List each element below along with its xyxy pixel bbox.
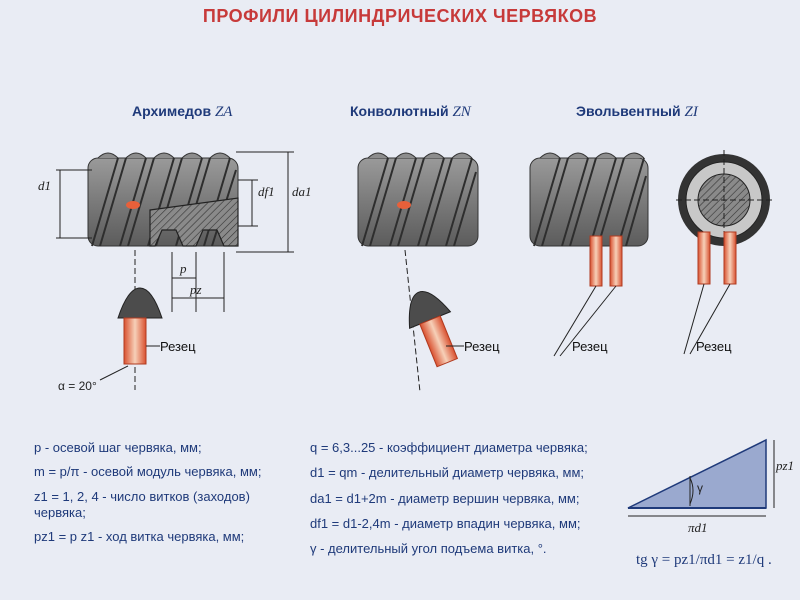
label-pz: pz <box>189 282 202 297</box>
worm-za-name: Архимедов <box>132 103 212 119</box>
legend-right-3: da1 = d1+2m - диаметр вершин червяка, мм… <box>310 490 580 506</box>
legend-right-2: d1 = qm - делительный диаметр червяка, м… <box>310 465 585 481</box>
legend-left-5: pz1 = p z1 - ход витка червяка, мм; <box>34 529 245 544</box>
legend-left-1: p - осевой шаг червяка, мм; <box>34 440 202 455</box>
cutter-za <box>99 287 163 381</box>
worm-zn-code: ZN <box>452 104 471 120</box>
label-d1: d1 <box>38 178 51 193</box>
cutter-label-zi-side: Резец <box>572 339 608 354</box>
cutter-label-za: Резец <box>160 339 196 354</box>
worm-za-body <box>87 152 239 247</box>
lead-angle-triangle: γ πd1 pz1 <box>627 438 794 535</box>
worm-zn-name: Конволютный <box>350 103 449 119</box>
label-da1: da1 <box>292 184 312 199</box>
pz1-label: pz1 <box>775 458 794 473</box>
worm-za-title: Архимедов ZA <box>132 103 232 121</box>
worm-zi-code: ZI <box>684 104 698 120</box>
lead-angle-formula: tg γ = pz1/πd1 = z1/q . <box>636 552 772 568</box>
worm-za-code: ZA <box>214 104 233 120</box>
legend-left-3: z1 = 1, 2, 4 - число витков (заходов) <box>34 488 250 504</box>
worm-zn: Резец <box>357 152 500 393</box>
worm-zi-side: Резец <box>529 152 649 357</box>
legend-right-4: df1 = d1-2,4m - диаметр впадин червяка, … <box>310 515 581 531</box>
cutter-label-zn: Резец <box>464 339 500 354</box>
legend-left-4: червяка; <box>34 504 86 520</box>
label-df1: df1 <box>258 184 275 199</box>
legend-right-1: q = 6,3...25 - коэффициент диаметра черв… <box>310 440 588 455</box>
label-p: p <box>179 261 187 276</box>
page-title: ПРОФИЛИ ЦИЛИНДРИЧЕСКИХ ЧЕРВЯКОВ <box>202 6 598 26</box>
cutter-label-zi-end: Резец <box>696 339 732 354</box>
worm-za-dimensions <box>56 151 294 390</box>
legend-left: p - осевой шаг червяка, мм; m = p/π - ос… <box>34 440 314 545</box>
worm-zi-name: Эвольвентный <box>576 103 681 119</box>
legend-left-2: m = p/π - осевой модуль червяка, мм; <box>34 464 262 480</box>
legend-right-5: γ - делительный угол подъема витка, °. <box>310 541 547 556</box>
worm-za: d1 df1 da1 p pz Резец α = 20° <box>38 151 312 393</box>
worm-zn-title: Конволютный ZN <box>350 103 471 121</box>
gamma-label: γ <box>697 481 703 495</box>
worm-zi-end: Резец <box>676 150 772 355</box>
worm-zi-title: Эвольвентный ZI <box>576 103 698 121</box>
cutter-zn <box>408 291 459 368</box>
pid1-label: πd1 <box>688 520 708 535</box>
alpha-label: α = 20° <box>58 379 97 393</box>
legend-right: q = 6,3...25 - коэффициент диаметра черв… <box>310 440 625 557</box>
